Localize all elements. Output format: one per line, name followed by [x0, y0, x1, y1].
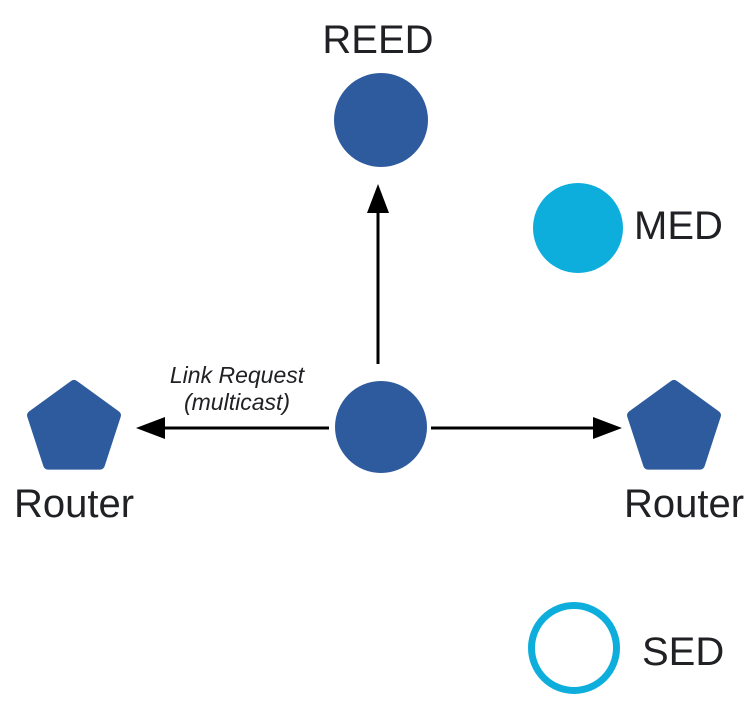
arrow-center-to-router-left [136, 417, 329, 439]
reed-node-circle [334, 73, 428, 167]
center-node-circle [335, 381, 427, 473]
router-right-label: Router [623, 482, 745, 526]
med-label: MED [634, 204, 723, 248]
sed-label: SED [642, 630, 725, 674]
router-right-pentagon [627, 380, 721, 470]
sed-node-circle [528, 602, 620, 694]
med-node-circle [533, 183, 623, 273]
link-request-line2: (multicast) [183, 389, 291, 416]
link-request-annotation: Link Request (multicast) [137, 362, 337, 416]
link-request-line1: Link Request [169, 362, 305, 388]
arrow-center-to-router-right [431, 417, 622, 439]
arrow-center-to-reed [367, 184, 389, 364]
router-left-label: Router [13, 482, 135, 526]
reed-label: REED [322, 18, 434, 62]
router-left-pentagon [27, 380, 121, 470]
